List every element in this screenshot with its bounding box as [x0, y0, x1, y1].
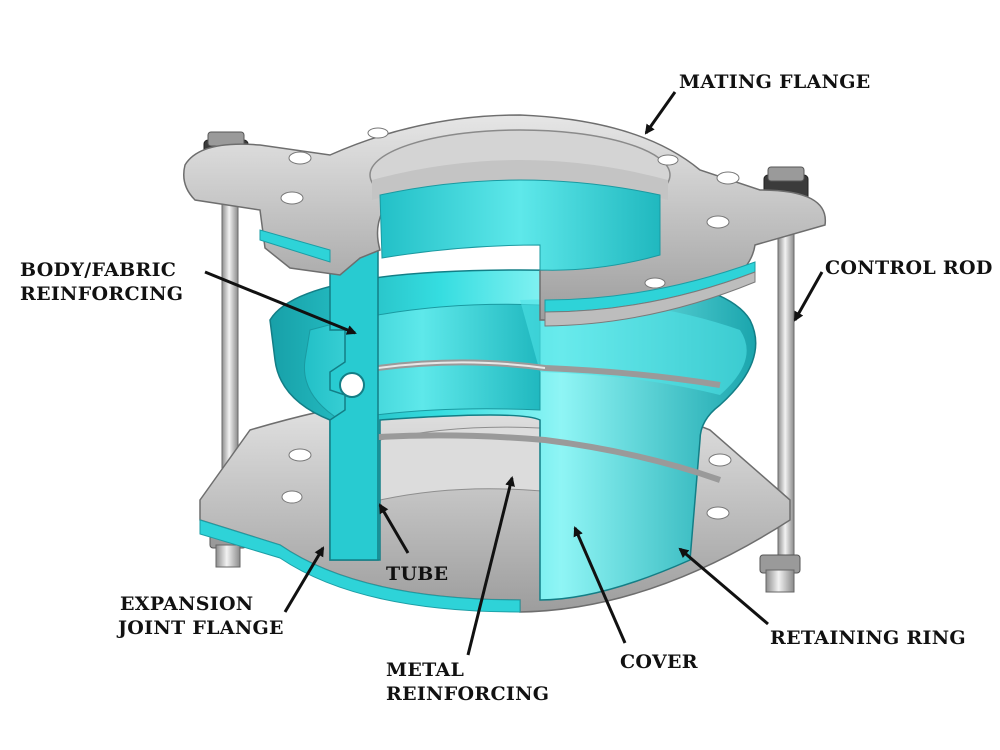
- arrow-body-fabric: [204, 270, 357, 335]
- arrow-metal-reinforcing: [466, 476, 515, 656]
- label-control-rod: CONTROL ROD: [825, 257, 993, 279]
- leader-arrows: [204, 91, 824, 656]
- label-retaining-ring: RETAINING RING: [770, 627, 966, 649]
- arrow-cover: [573, 526, 627, 644]
- control-rod-right: [759, 166, 809, 593]
- label-cover: COVER: [620, 651, 698, 673]
- label-body-fabric-line2: REINFORCING: [20, 283, 184, 305]
- arrow-mating-flange: [644, 91, 677, 135]
- label-expansion-joint-flange: EXPANSION JOINT FLANGE: [118, 592, 284, 640]
- arrow-expansion-flange: [283, 546, 325, 613]
- label-mating-flange: MATING FLANGE: [679, 71, 871, 93]
- label-body-fabric-line1: BODY/FABRIC: [20, 259, 177, 281]
- label-tube: TUBE: [386, 563, 449, 585]
- arrow-tube: [378, 503, 410, 554]
- label-expansion-line1: EXPANSION: [120, 593, 254, 615]
- label-metal-line2: REINFORCING: [386, 683, 550, 705]
- arrow-control-rod: [793, 271, 824, 322]
- label-expansion-line2: JOINT FLANGE: [118, 617, 284, 639]
- label-metal-line1: METAL: [386, 659, 465, 681]
- label-body-fabric-reinforcing: BODY/FABRIC REINFORCING: [20, 258, 183, 306]
- label-metal-reinforcing: METAL REINFORCING: [386, 658, 549, 706]
- arrow-retaining-ring: [678, 547, 769, 626]
